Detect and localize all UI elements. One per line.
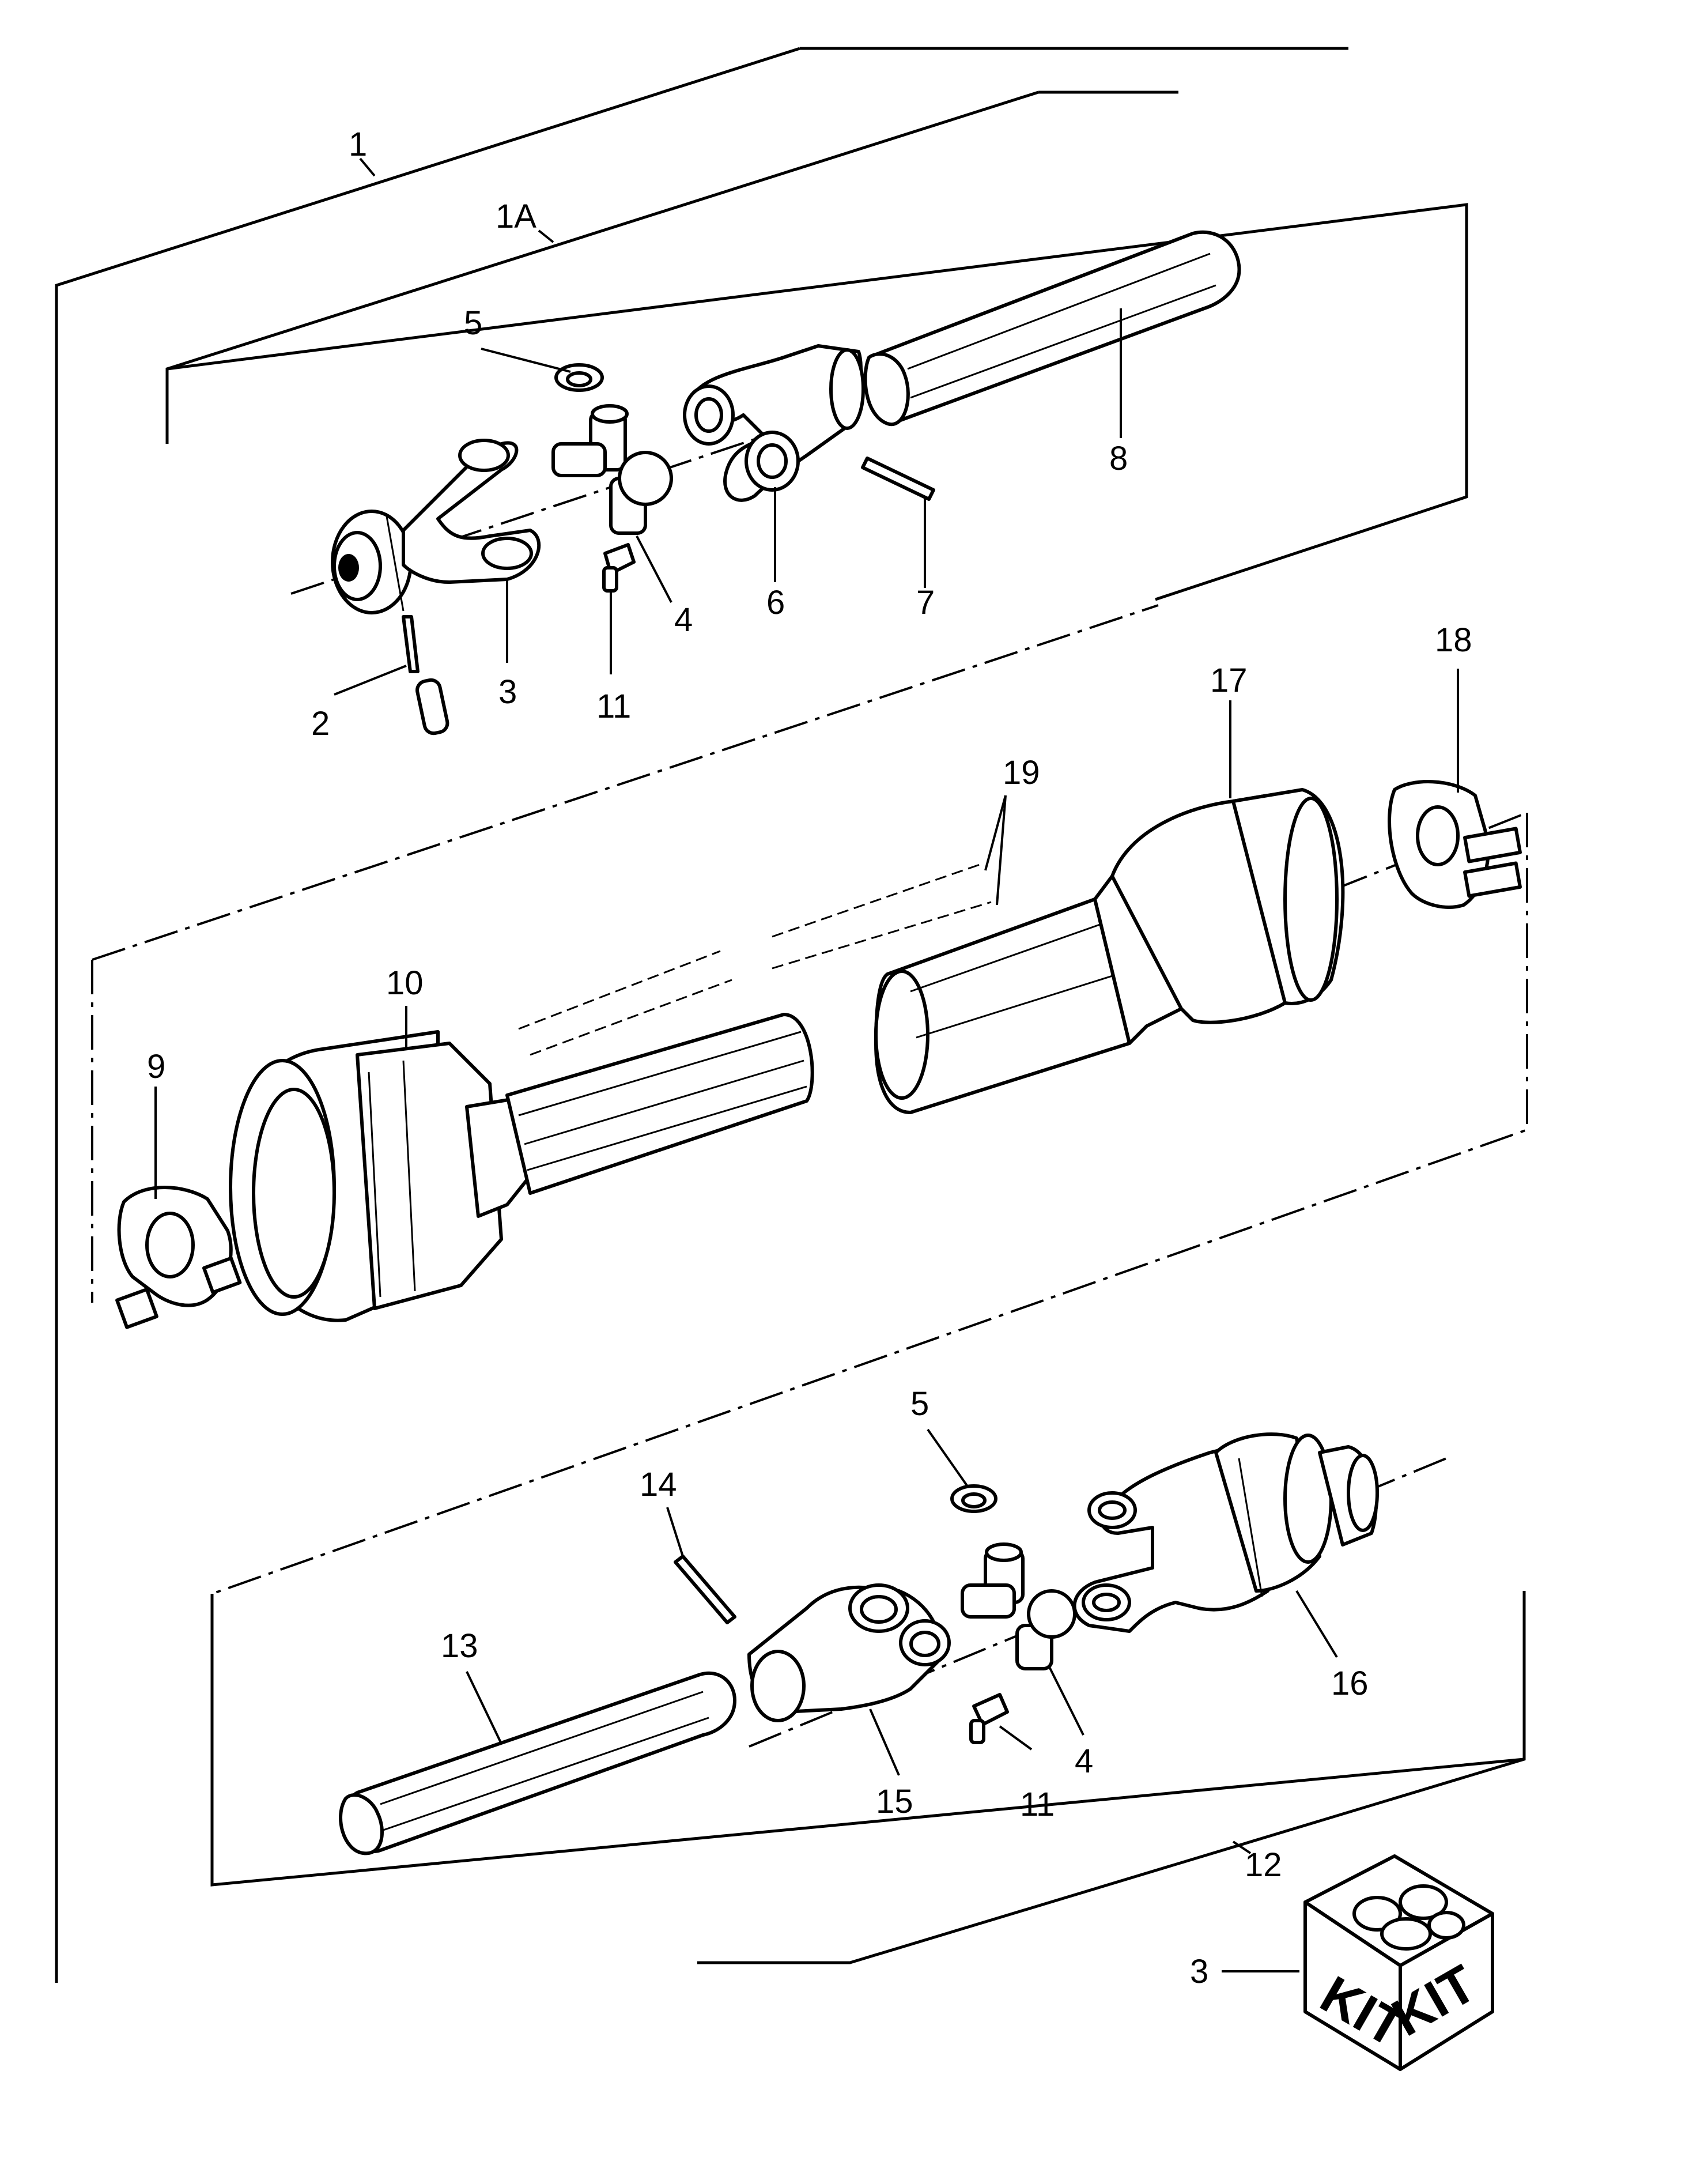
callout-6: 6	[766, 584, 785, 621]
part-4-cross-bottom	[961, 1542, 1076, 1670]
part-13-profile-tube	[339, 1671, 736, 1855]
callout-4-bottom: 4	[1075, 1742, 1093, 1780]
callout-12: 12	[1245, 1846, 1282, 1884]
callout-1: 1	[349, 126, 367, 163]
callout-13: 13	[441, 1627, 478, 1665]
part-19-chains	[518, 863, 992, 1056]
part-7-roll-pin	[861, 457, 935, 501]
callout-7: 7	[916, 584, 935, 621]
callout-5-top: 5	[464, 304, 482, 342]
callout-3-top: 3	[498, 673, 517, 711]
part-9-bearing-ring	[115, 1186, 242, 1329]
callout-11-top: 11	[596, 688, 631, 725]
part-18-bearing-ring	[1388, 780, 1522, 909]
callout-15: 15	[876, 1783, 913, 1820]
assembly-bracket-1a	[165, 90, 1468, 601]
part-15-yoke	[747, 1583, 951, 1722]
callout-9: 9	[147, 1048, 165, 1085]
callout-10: 10	[386, 964, 424, 1002]
assembly-bracket-12	[210, 1591, 1526, 1964]
callout-1a: 1A	[496, 198, 536, 235]
kit-box: KIT KIT	[1303, 1854, 1494, 2071]
part-11-grease-fitting-bottom	[969, 1693, 1009, 1744]
callout-14: 14	[640, 1466, 677, 1503]
part-10-outer-shield	[229, 1013, 814, 1322]
callout-19: 19	[1003, 754, 1040, 791]
part-5-snap-ring-bottom	[950, 1484, 997, 1513]
callout-4-top: 4	[674, 601, 693, 639]
callout-5-bottom: 5	[910, 1385, 929, 1423]
part-2-pin	[402, 615, 449, 736]
part-17-inner-shield	[874, 788, 1345, 1114]
callout-labels: 1 1A 5 2 3 11 4 6 7 8 9 10 19 17 18 5 14…	[147, 126, 1472, 1990]
part-4-cross-top	[551, 404, 673, 535]
part-11-grease-fitting-top	[602, 543, 636, 593]
assembly-bracket-1	[55, 47, 1348, 1983]
part-16-yoke	[1072, 1432, 1379, 1633]
callout-8: 8	[1109, 440, 1128, 477]
callout-3-kit: 3	[1190, 1953, 1208, 1990]
callout-11-bottom: 11	[1020, 1786, 1055, 1823]
callout-2: 2	[311, 705, 330, 742]
part-8-profile-tube	[863, 230, 1241, 427]
leader-lines	[154, 157, 1459, 1972]
callout-17: 17	[1210, 662, 1248, 699]
part-14-roll-pin	[674, 1555, 736, 1624]
part-3-yoke	[331, 439, 541, 614]
callout-18: 18	[1435, 621, 1472, 659]
part-6-yoke	[683, 344, 865, 502]
callout-16: 16	[1331, 1665, 1369, 1702]
